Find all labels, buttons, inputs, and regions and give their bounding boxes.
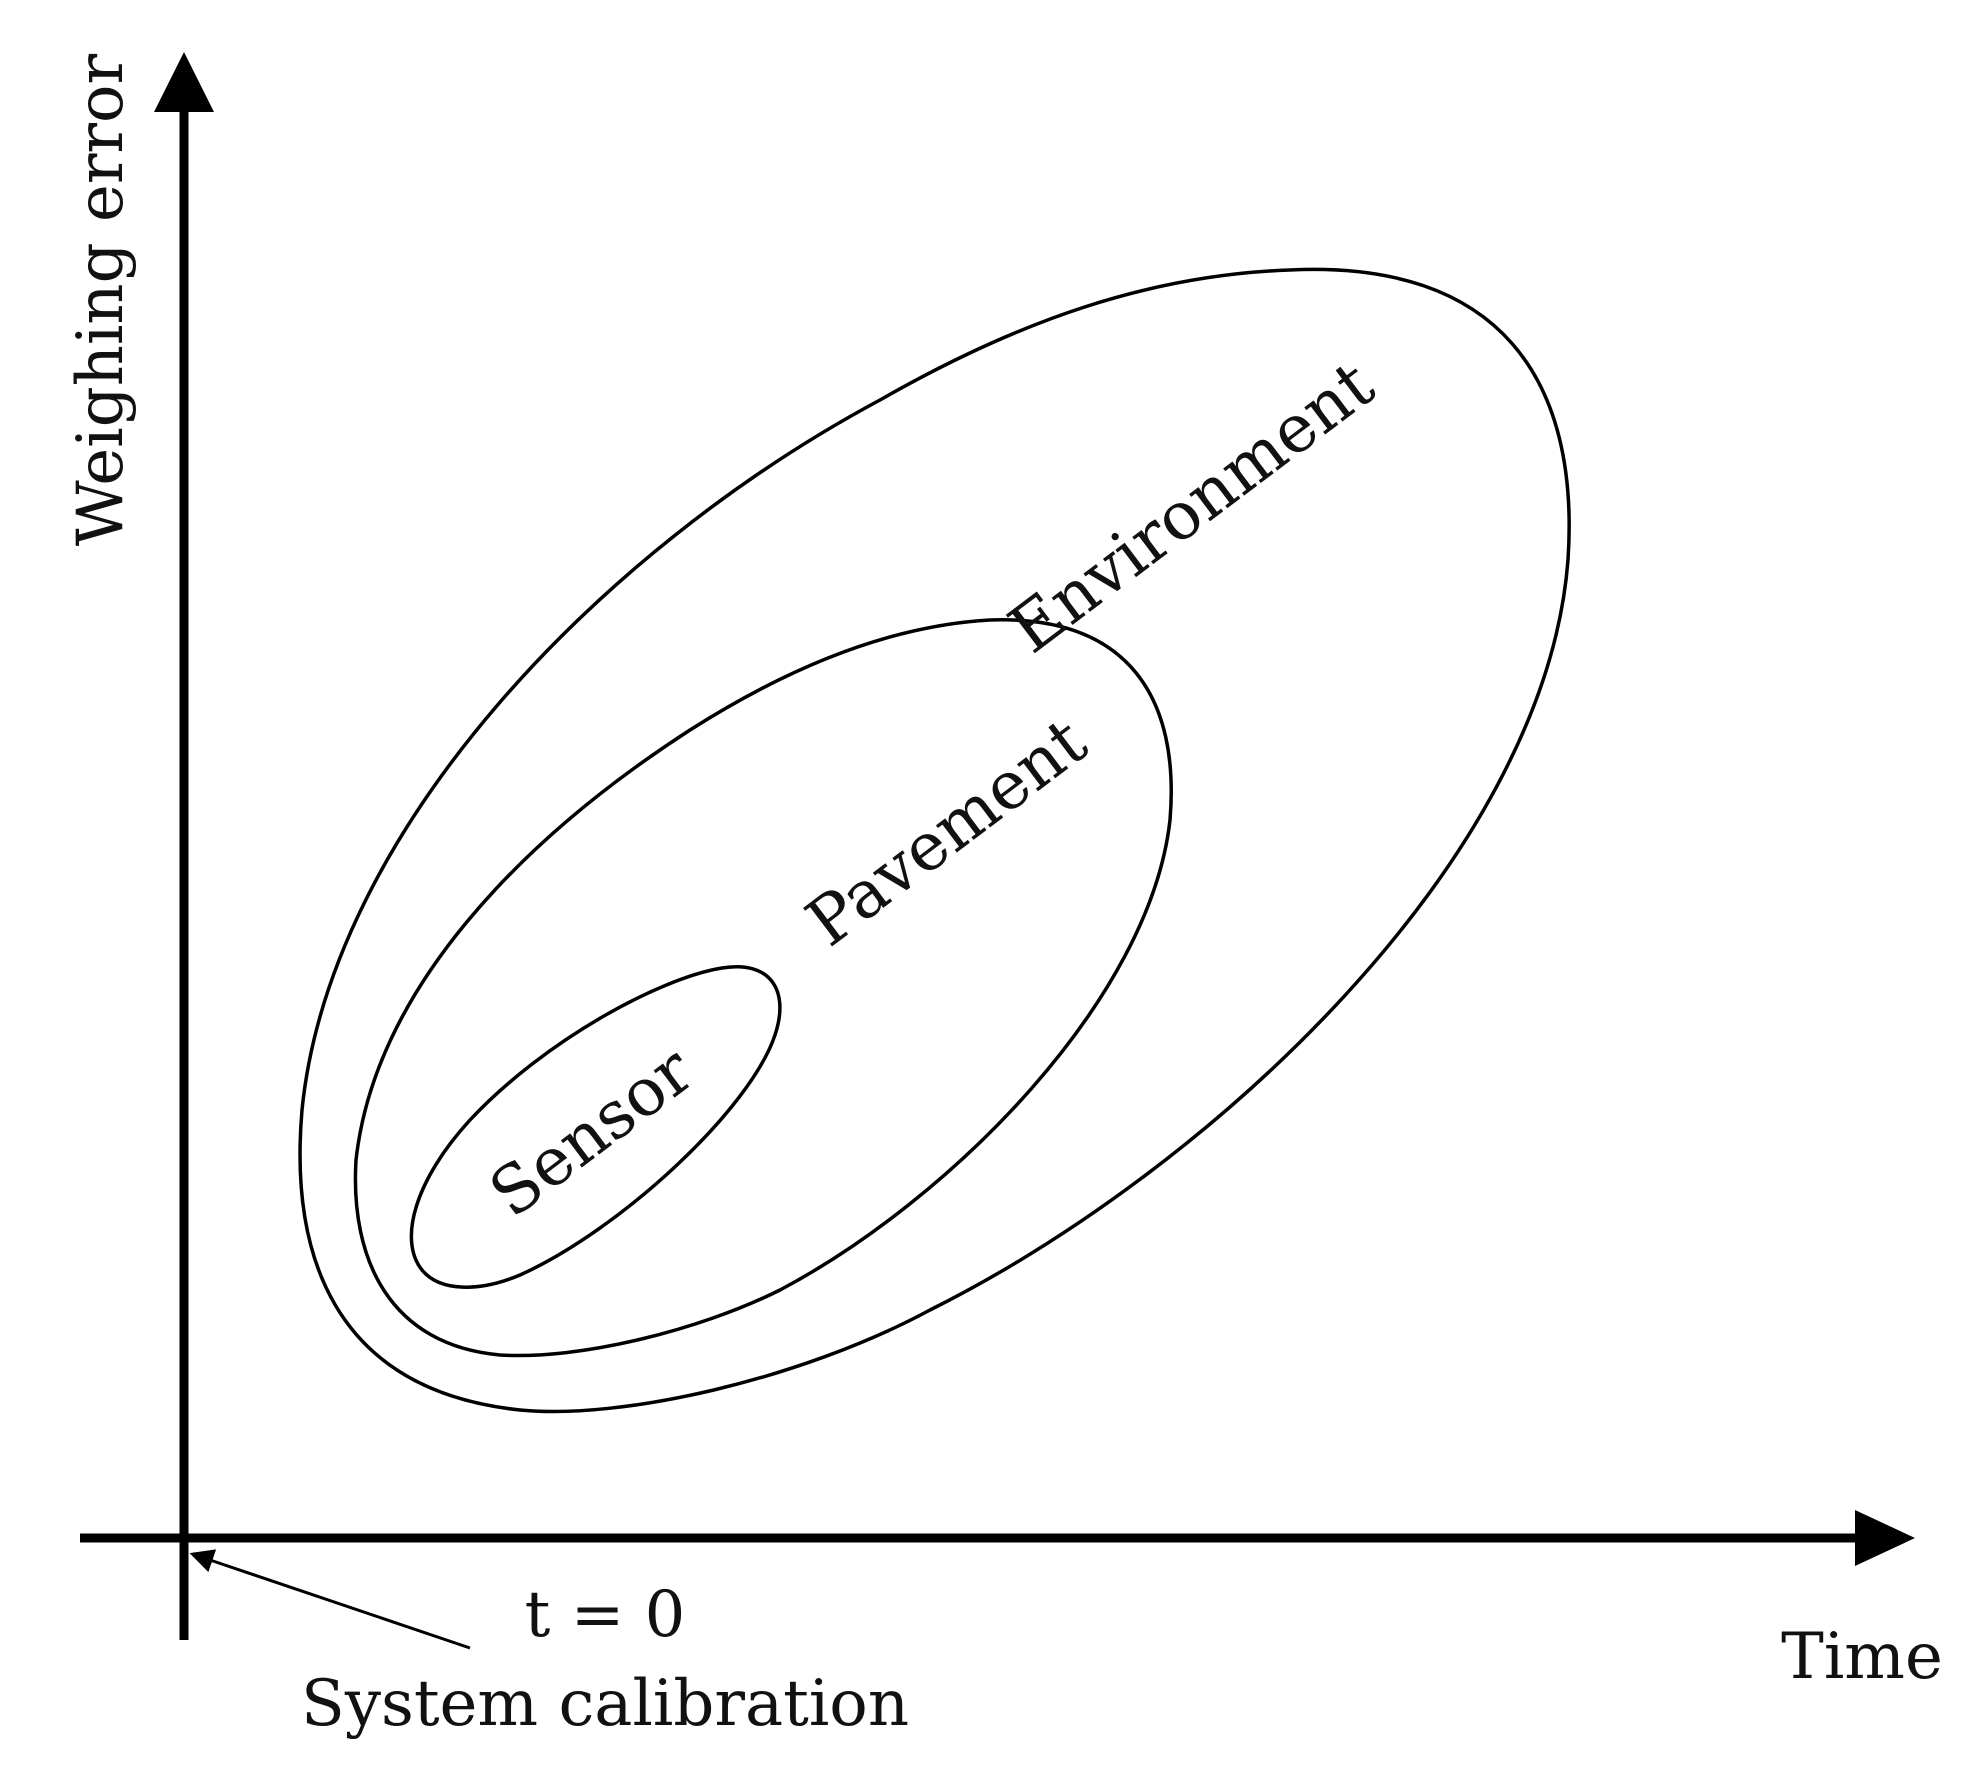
sensor-region	[409, 965, 782, 1289]
pavement-label: Pavement	[792, 703, 1100, 962]
x-axis-arrowhead	[1855, 1510, 1915, 1566]
calibration-pointer-arrow	[189, 1549, 471, 1650]
y-axis-label: Weighing error	[64, 53, 138, 546]
pavement-region	[353, 618, 1173, 1358]
sensor-label: Sensor	[476, 1031, 708, 1232]
y-axis-arrowhead	[154, 52, 214, 112]
origin-label: t = 0	[525, 1578, 686, 1652]
calibration-note: System calibration	[301, 1667, 909, 1741]
environment-region	[298, 267, 1571, 1414]
environment-label: Environment	[995, 346, 1388, 668]
x-axis-label: Time	[1781, 1620, 1943, 1694]
